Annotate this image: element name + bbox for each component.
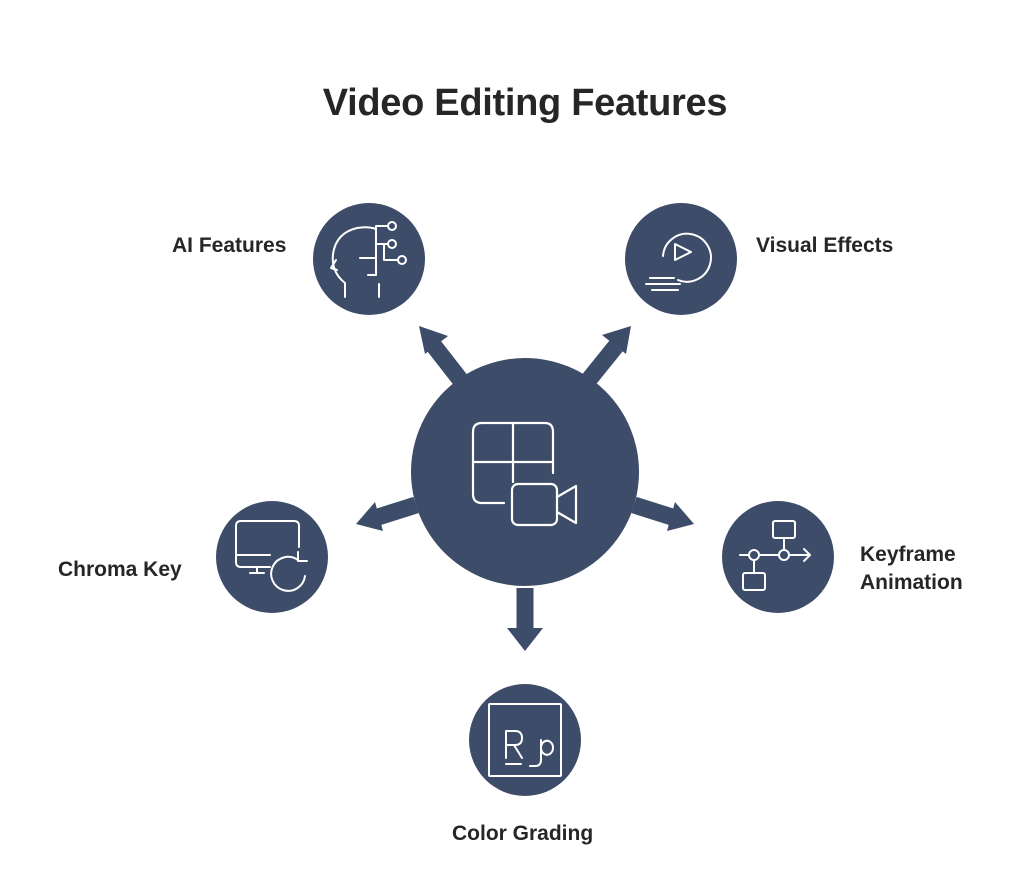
label-keyframe-line1: Keyframe bbox=[860, 543, 956, 566]
page-title: Video Editing Features bbox=[322, 82, 728, 124]
center-hub bbox=[411, 358, 639, 586]
label-keyframe-animation: Keyframe Animation bbox=[860, 541, 963, 597]
ai-head-circuit-icon bbox=[330, 221, 407, 298]
label-ai-features: AI Features bbox=[172, 234, 287, 257]
label-color-grading: Color Grading bbox=[452, 822, 594, 845]
node-visual-effects bbox=[625, 203, 737, 315]
label-keyframe-line2: Animation bbox=[860, 571, 963, 594]
rg-swatch-icon bbox=[488, 703, 562, 777]
node-chroma-key bbox=[216, 501, 328, 613]
keyframe-flow-icon bbox=[739, 520, 811, 591]
arrow-to-color-grading bbox=[507, 588, 543, 651]
monitor-refresh-icon bbox=[235, 520, 308, 592]
label-chroma-key: Chroma Key bbox=[58, 558, 182, 581]
arrow-to-keyframe-animation bbox=[631, 496, 694, 531]
play-motion-icon bbox=[645, 232, 712, 291]
label-visual-effects: Visual Effects bbox=[756, 234, 894, 257]
node-keyframe-animation bbox=[722, 501, 834, 613]
arrow-to-chroma-key bbox=[356, 496, 419, 531]
node-color-grading bbox=[469, 684, 581, 796]
node-ai-features bbox=[313, 203, 425, 315]
arrow-to-ai-features bbox=[419, 326, 469, 388]
arrow-to-visual-effects bbox=[580, 326, 631, 388]
video-layout-camera-icon bbox=[471, 421, 578, 527]
